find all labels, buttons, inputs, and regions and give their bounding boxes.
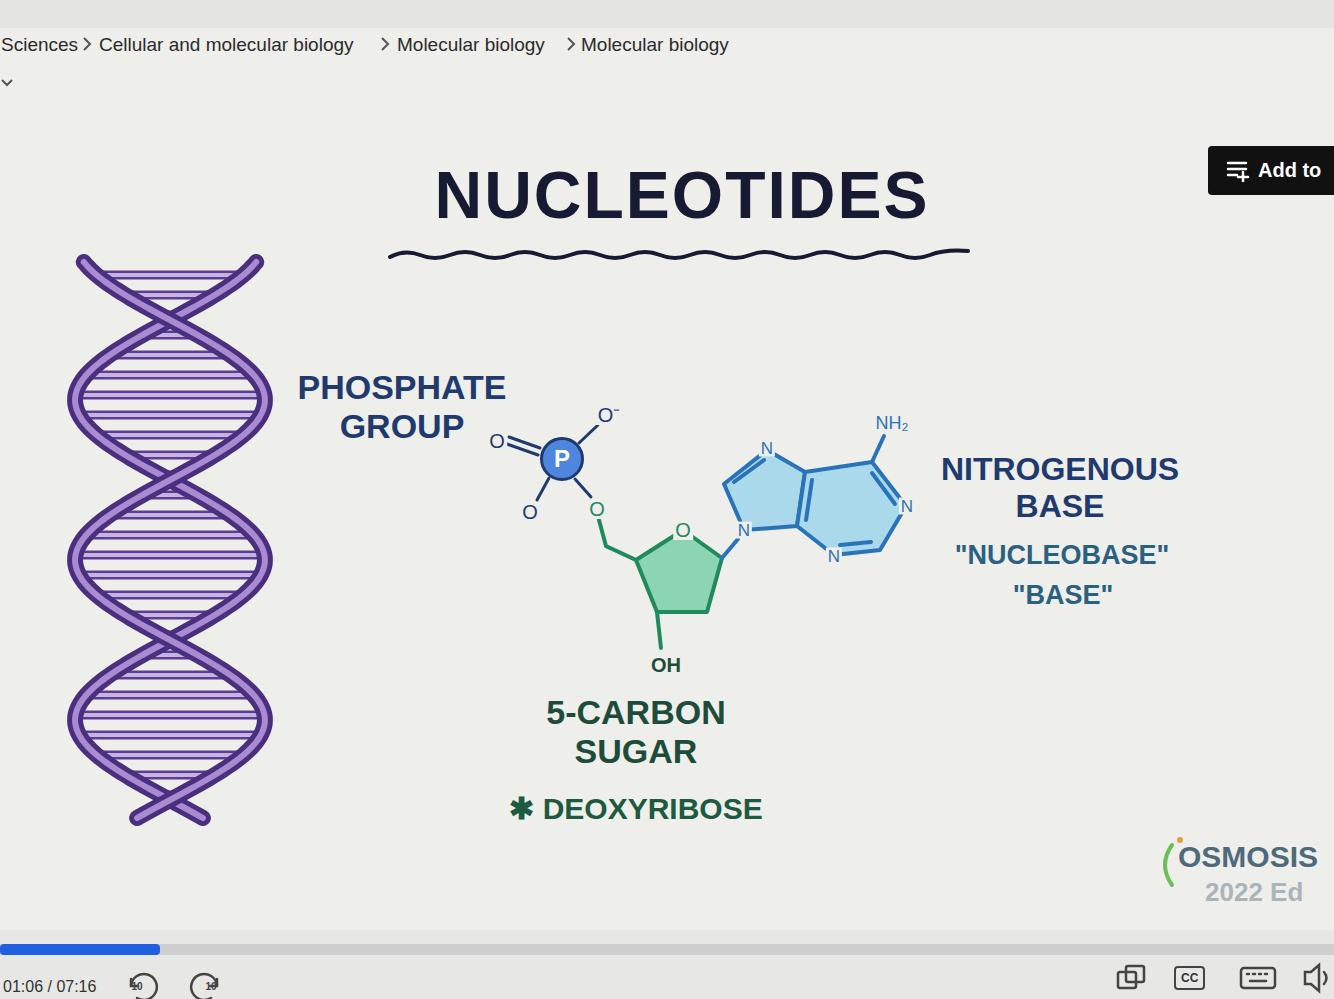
watermark: OSMOSIS [1178,840,1318,875]
base-pair-rung [97,271,244,280]
base-pair-rung [79,731,261,740]
breadcrumb: Cellular and molecular biology [99,34,354,56]
playlist-add-icon [1226,160,1252,182]
breadcrumb: Molecular biology [397,34,545,56]
base-pair-rung [110,673,231,677]
base-pair-rung [97,751,244,760]
title: NUCLEOTIDES [434,158,929,234]
player-icons [131,965,1327,999]
base-pair-rung [86,371,254,380]
skip-amount: 10 [205,982,216,992]
note: ✱ DEOXYRIBOSE [509,792,762,827]
base-pair-rung [79,571,261,580]
node-text: CC [1181,971,1198,985]
breadcrumb: Sciences [1,34,78,56]
time-display: 01:06 / 07:16 [3,978,96,996]
base-pair-rung [97,431,244,440]
atom-label: NH₂ [874,414,911,432]
base-pair-rung [110,513,231,517]
base-pair-rung [97,273,244,277]
base-pair-rung [75,713,264,717]
base-pair-rung [75,551,264,560]
base-pair-rung [86,533,254,537]
atom-label: O [673,520,693,540]
watermark: 2022 Ed [1205,878,1303,908]
dna-helix [75,262,265,818]
base-pair-rung [86,693,254,697]
base-pair-rung [86,531,254,540]
breadcrumb: Molecular biology [581,34,729,56]
base-pair-rung [75,711,264,720]
node-text: Add to [1258,159,1321,182]
base-pair-rung [97,591,244,600]
player-bar [0,930,1334,999]
base-pair-rung [86,691,254,700]
atom-label: O [587,499,607,519]
progress-track [0,944,1334,955]
atom-label: OH [649,655,683,675]
deoxyribose-ring [599,520,738,648]
helix-strand [75,262,265,818]
wavy-underline [390,251,968,259]
add-to-button: Add to [1208,146,1334,195]
top-band [0,0,1334,28]
base-pair-rung [86,373,254,377]
base-pair-rung [97,433,244,437]
node-text: P [554,445,570,473]
helix-strand [75,262,265,818]
helix-strand [75,262,265,818]
skip-amount: 10 [131,982,142,992]
captions-button: CC [1174,966,1205,990]
note: "NUCLEOBASE" [955,540,1170,571]
atom-label: N [899,498,915,515]
base-pair-rung [79,411,261,420]
part-label: NITROGENOUS BASE [925,451,1195,525]
atom-label: N [826,548,842,565]
base-pair-rung [79,413,261,417]
base-pair-rung [110,353,231,357]
base-pair-rung [79,573,261,577]
logo-swoosh [1165,845,1172,885]
atom-label: O [487,431,507,451]
adenine-rings [724,436,906,555]
part-label: PHOSPHATE GROUP [287,368,517,446]
base-pair-rung [79,733,261,737]
helix-strand [75,262,265,818]
note: "BASE" [1013,580,1114,611]
atom-label: N [759,440,775,457]
base-pair-rung [75,391,264,400]
base-pair-rung [97,753,244,757]
phosphorus-atom: P [540,437,584,481]
base-pair-rung [75,393,264,397]
progress-fill [0,944,160,955]
phosphate-bonds [507,425,598,500]
part-label: 5-CARBON SUGAR [531,693,741,771]
atom-label: N [736,522,752,539]
atom-label: O⁻ [596,405,623,425]
base-pair-rung [75,553,264,557]
atom-label: O [520,502,540,522]
base-pair-rung [97,593,244,597]
